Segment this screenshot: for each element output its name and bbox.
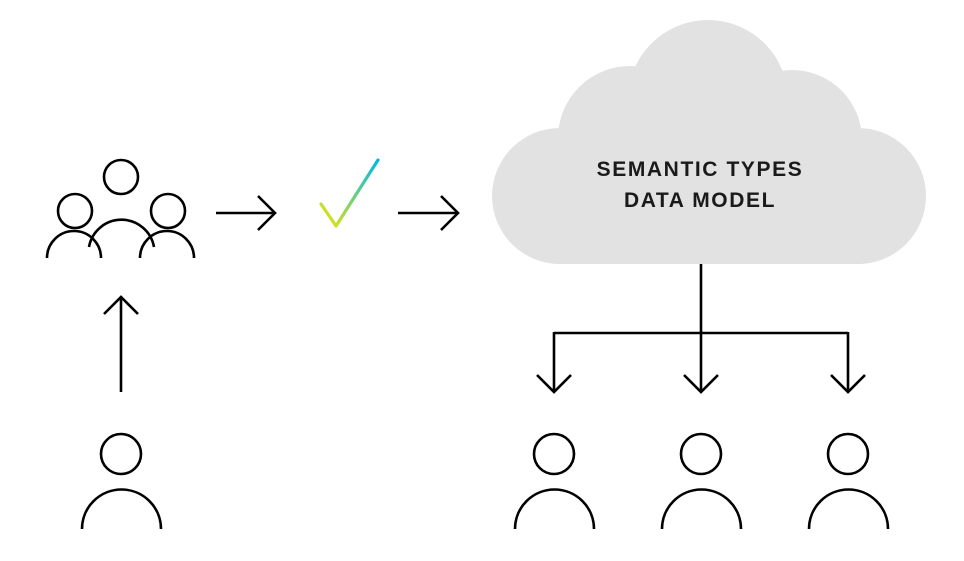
cloud-shape [492,20,926,264]
arrow-right-icon [398,195,460,231]
user-icon [660,432,743,530]
arrow-down-icon [683,374,719,394]
checkmark-icon [319,158,380,228]
user-icon [80,432,163,530]
arrow-down-icon [536,374,572,394]
user-icon [513,432,596,530]
cloud-title-line2: DATA MODEL [624,189,776,212]
arrow-up-icon [103,295,139,392]
arrow-down-icon [830,374,866,394]
cloud-title-line1: SEMANTIC TYPES [597,158,804,181]
user-icon [807,432,890,530]
user-group-icon [45,158,196,259]
arrow-right-icon [216,195,277,231]
distribution-connector [552,264,850,392]
